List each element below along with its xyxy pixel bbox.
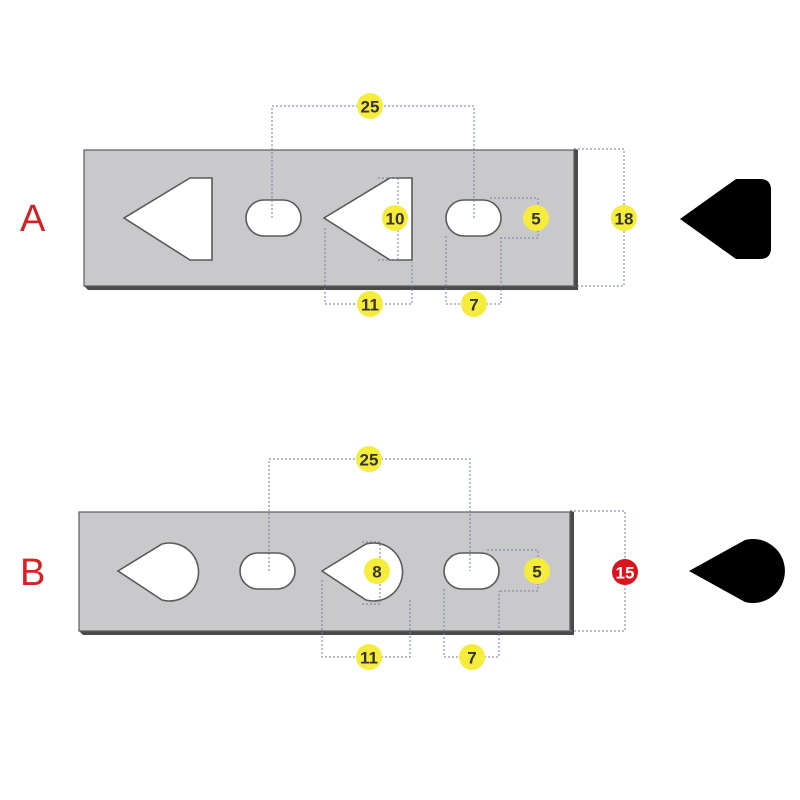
dim-label-hole-height-a: 10	[386, 210, 405, 229]
plate-b-slot-2	[443, 552, 500, 590]
dim-badge-hole-width-a: 11	[357, 291, 383, 317]
dim-badge-slot-width-a: 7	[461, 291, 487, 317]
dim-label-slot-height-a: 5	[531, 210, 540, 229]
dim-label-hole-height-b: 8	[372, 563, 381, 582]
dim-badge-pitch-b: 25	[356, 446, 382, 472]
dim-badge-hole-height-b: 8	[364, 558, 390, 584]
dim-label-plate-height-a: 18	[615, 210, 634, 229]
dim-label-pitch-a: 25	[361, 98, 380, 117]
plate-b-teardrop-hole-1	[116, 542, 200, 602]
dim-badge-hole-height-a: 10	[382, 205, 408, 231]
plate-b-teardrop-hole-2	[320, 542, 404, 602]
profile-shape-b-icon	[689, 539, 785, 604]
dim-label-slot-width-a: 7	[469, 296, 478, 315]
row-a: 25 10 11 5 7 18	[83, 93, 771, 317]
row-b: 25 8 11 5 7 15	[78, 446, 785, 670]
dim-label-pitch-b: 25	[360, 451, 379, 470]
dim-badge-pitch-a: 25	[357, 93, 383, 119]
profile-shape-a-icon	[680, 179, 771, 259]
plate-b-slot-1	[239, 552, 296, 590]
dim-label-slot-width-b: 7	[467, 649, 476, 668]
dim-badge-plate-height-a: 18	[611, 205, 637, 231]
row-b-label: B	[20, 552, 46, 594]
dim-badge-hole-width-b: 11	[356, 644, 382, 670]
row-a-label: A	[20, 198, 46, 240]
plate-a-slot-1	[245, 199, 302, 237]
plate-a-triangle-hole-2	[322, 177, 413, 261]
dim-label-slot-height-b: 5	[532, 563, 541, 582]
dim-label-hole-width-b: 11	[360, 649, 378, 668]
dim-badge-slot-height-a: 5	[523, 205, 549, 231]
dim-label-plate-height-b: 15	[616, 564, 635, 583]
plate-a-triangle-hole-1	[122, 177, 213, 261]
dim-badge-plate-height-b: 15	[612, 559, 638, 585]
dim-label-hole-width-a: 11	[361, 296, 379, 315]
dim-badge-slot-width-b: 7	[459, 644, 485, 670]
dim-badge-slot-height-b: 5	[524, 558, 550, 584]
